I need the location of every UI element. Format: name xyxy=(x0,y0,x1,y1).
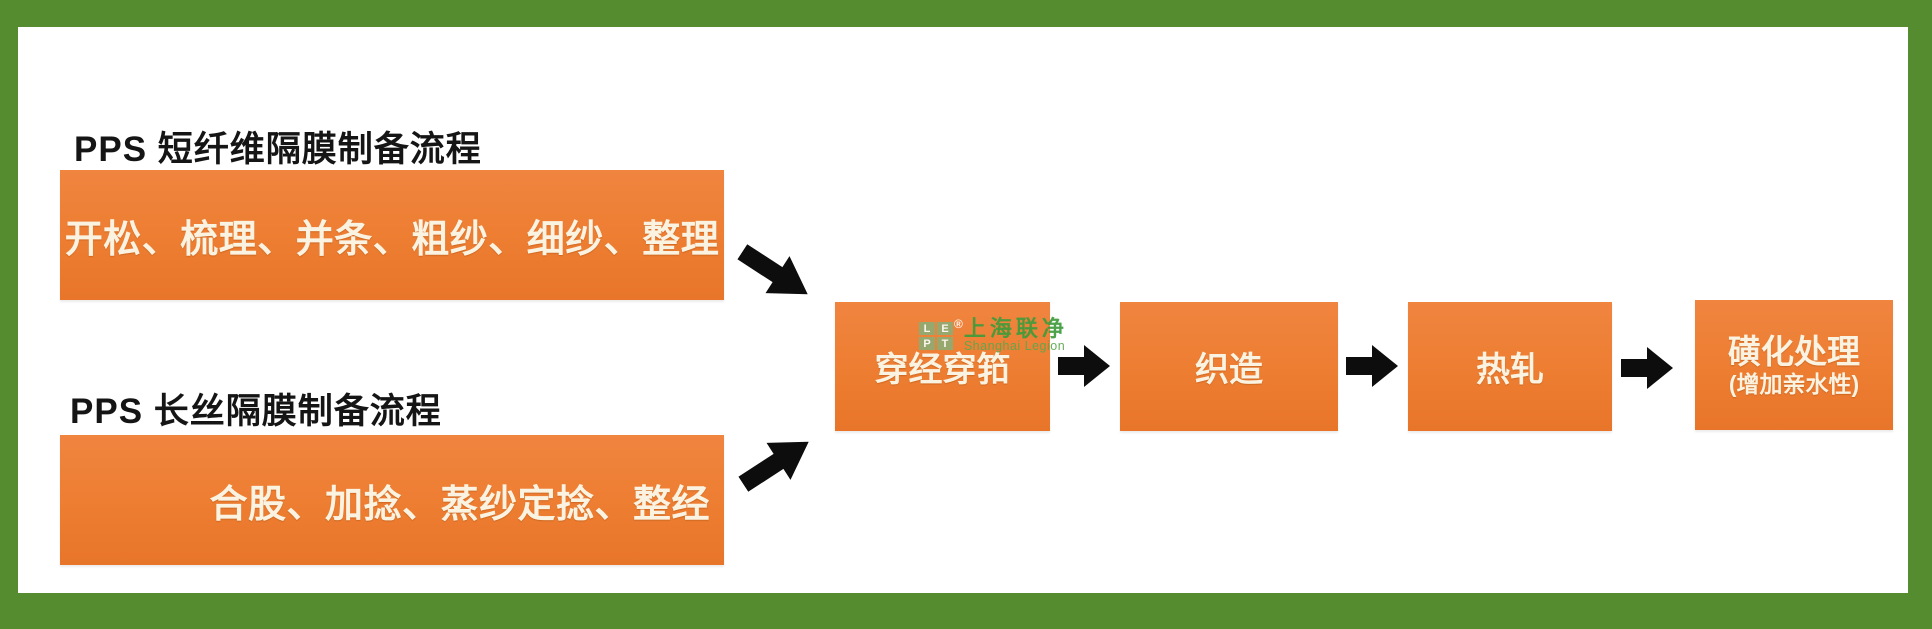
flow-step-label: 织造 xyxy=(1195,351,1263,389)
lept-logo-icon: L E P T xyxy=(919,322,953,350)
flow-step-label: 穿经穿筘 xyxy=(874,351,1011,389)
watermark-text: 上海联净 Shanghai Legion xyxy=(963,316,1068,353)
arrow-right-icon xyxy=(1621,345,1673,391)
flow-step-weaving: 织造 xyxy=(1120,302,1338,431)
filament-section-title: PPS 长丝隔膜制备流程 xyxy=(70,392,442,431)
logo-letter: L xyxy=(919,322,935,335)
flow-step-sublabel: (增加亲水性) xyxy=(1728,370,1860,397)
arrow-diagonal-down-icon xyxy=(730,232,820,313)
filament-process-box: 合股、加捻、蒸纱定捻、整经 xyxy=(60,435,724,565)
filament-process-steps: 合股、加捻、蒸纱定捻、整经 xyxy=(209,483,710,526)
logo-letter: T xyxy=(937,337,953,350)
watermark-en-name: Shanghai Legion xyxy=(963,339,1066,353)
short-fiber-process-box: 开松、梳理、并条、粗纱、细纱、整理 xyxy=(60,170,724,300)
short-fiber-section-title: PPS 短纤维隔膜制备流程 xyxy=(74,130,482,169)
arrow-right-icon xyxy=(1058,343,1110,389)
arrow-right-icon xyxy=(1346,343,1398,389)
shanghai-legion-watermark: L E P T ® 上海联净 Shanghai Legion xyxy=(919,316,1068,353)
flow-step-label: 磺化处理 xyxy=(1728,332,1860,370)
arrow-diagonal-up-icon xyxy=(731,422,821,503)
short-fiber-process-steps: 开松、梳理、并条、粗纱、细纱、整理 xyxy=(64,218,720,261)
logo-letter: E xyxy=(937,322,953,335)
flow-step-label: 热轧 xyxy=(1476,351,1544,389)
registered-mark-icon: ® xyxy=(954,317,963,331)
flow-step-hot-rolling: 热轧 xyxy=(1408,302,1612,431)
watermark-cn-name: 上海联净 xyxy=(963,316,1068,341)
flow-step-sulfonation: 磺化处理 (增加亲水性) xyxy=(1695,300,1893,430)
logo-letter: P xyxy=(919,337,935,350)
diagram-content-area: PPS 短纤维隔膜制备流程 开松、梳理、并条、粗纱、细纱、整理 PPS 长丝隔膜… xyxy=(18,27,1908,593)
